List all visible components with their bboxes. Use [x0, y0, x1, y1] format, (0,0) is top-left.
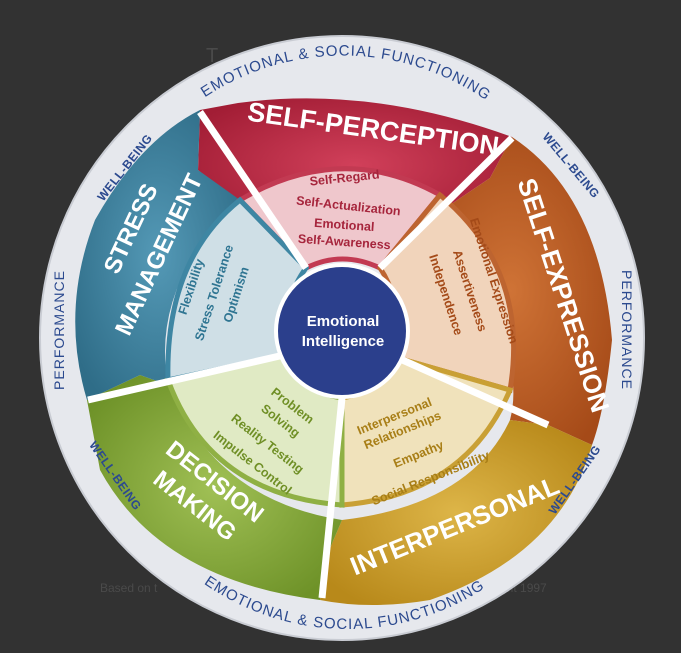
center-label-line2: Intelligence	[302, 333, 385, 350]
self-perception-item: Self-Awareness	[297, 232, 391, 252]
ring-label-right: PERFORMANCE	[619, 270, 635, 390]
self-perception-item: Emotional	[314, 216, 375, 234]
center-circle	[274, 263, 410, 399]
sector-dividers	[87, 110, 550, 599]
sector-band-decision-making	[87, 375, 342, 600]
background-text-top: T	[206, 45, 218, 67]
ring-label-left: PERFORMANCE	[51, 270, 67, 390]
background-text-bottom-left: Based on t	[100, 581, 158, 595]
center-label-line1: Emotional	[307, 313, 380, 330]
sector-band-stress-management	[75, 110, 240, 400]
sector-band-interpersonal	[320, 420, 592, 605]
